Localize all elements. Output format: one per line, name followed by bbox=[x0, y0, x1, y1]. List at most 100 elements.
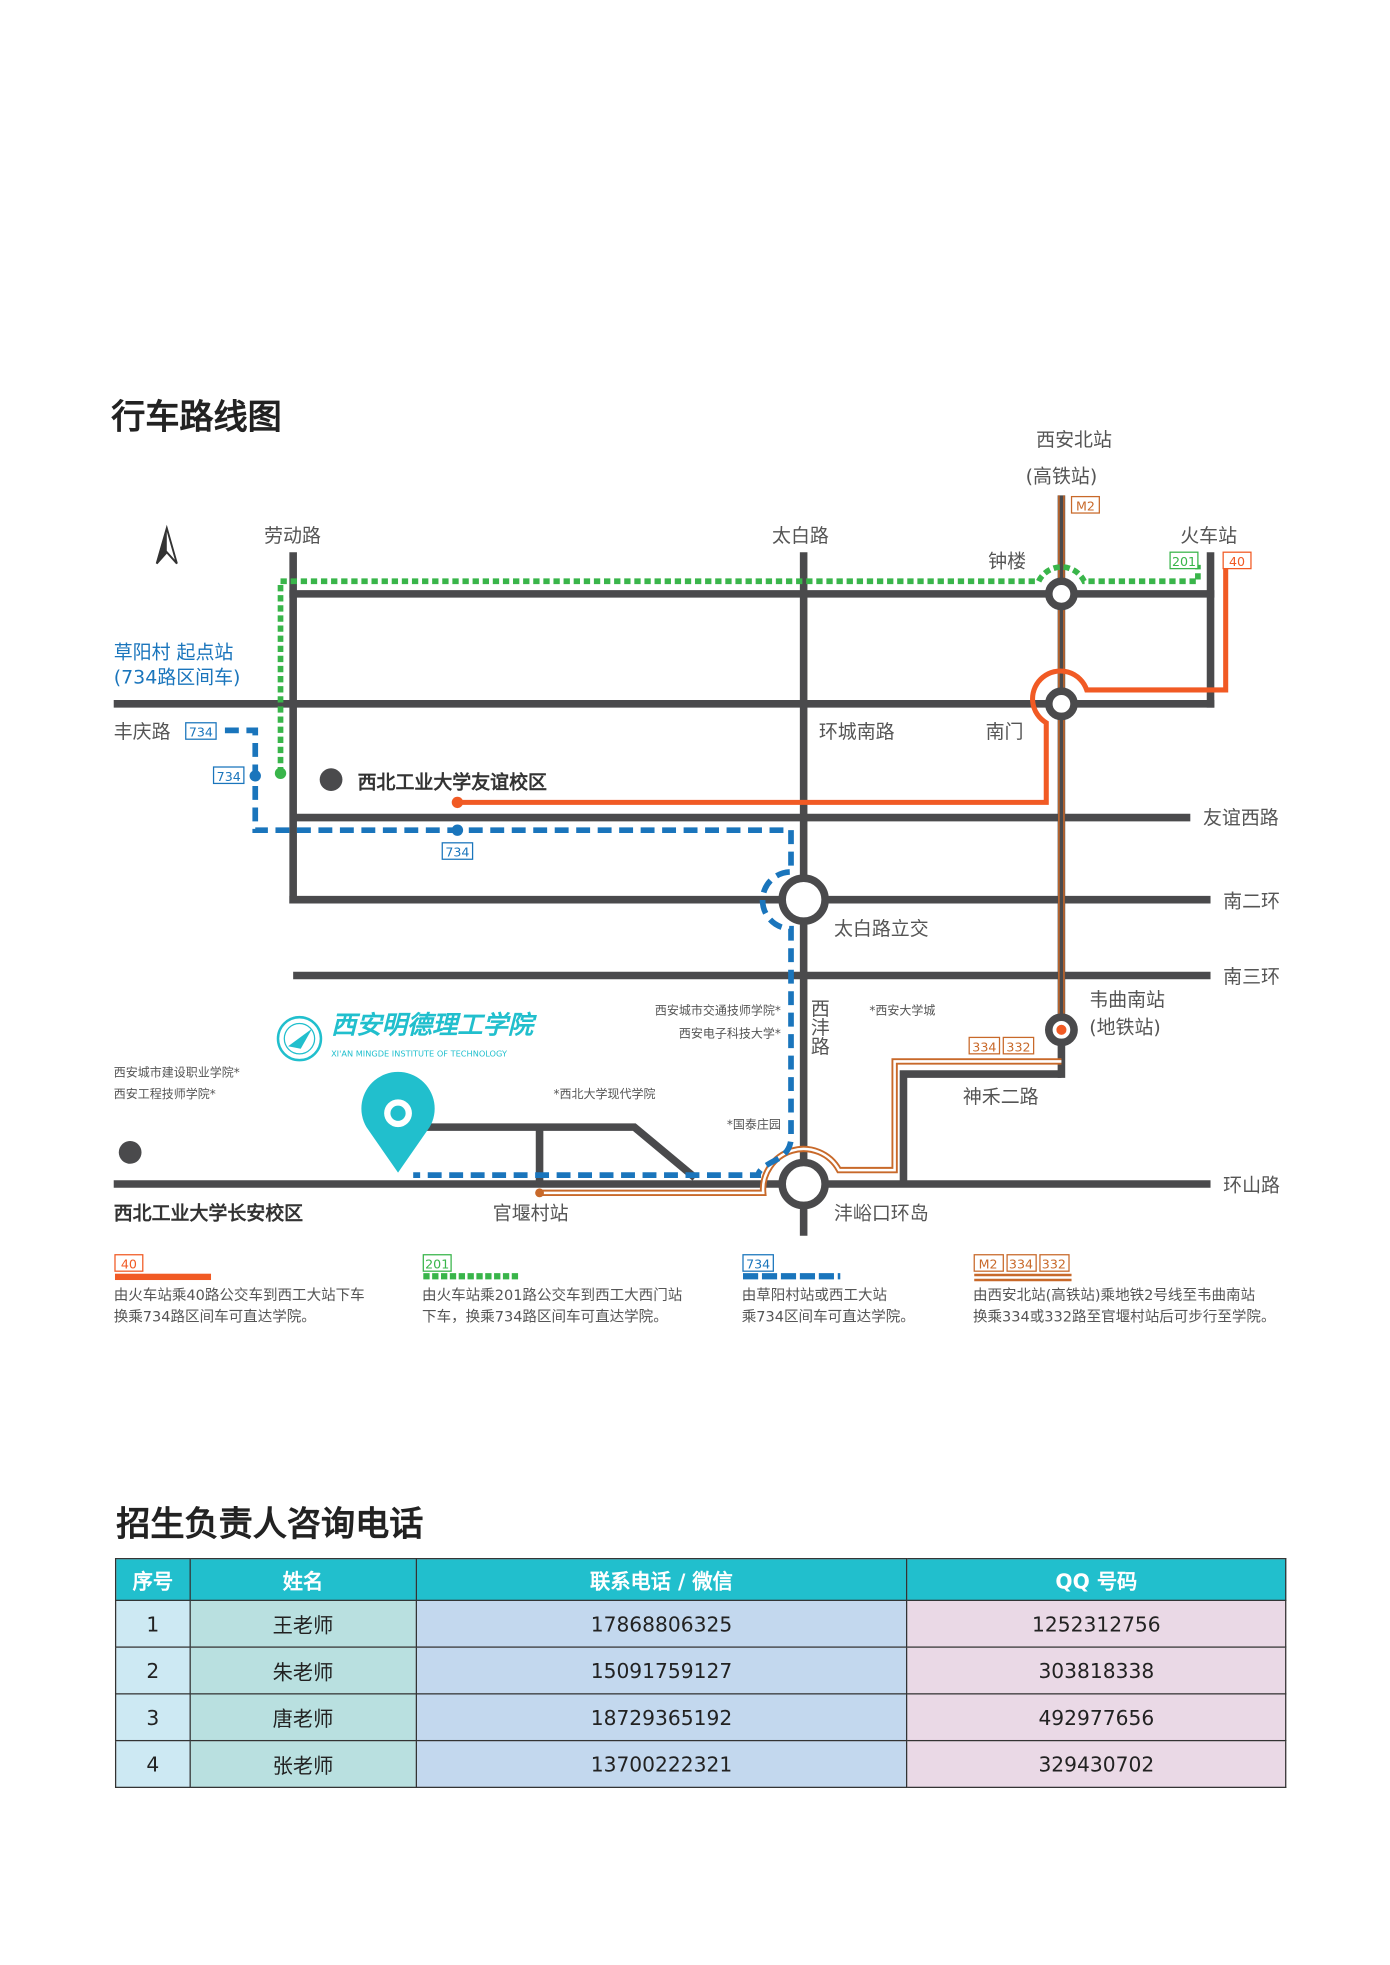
label-xifeng: 西沣路 bbox=[808, 998, 830, 1055]
legend-40: 由火车站乘40路公交车到西工大站下车换乘734路区间车可直达学院。 bbox=[114, 1285, 365, 1328]
route-734-stop bbox=[249, 770, 261, 782]
label-laodong: 劳动路 bbox=[264, 525, 321, 547]
legend-text: 由火车站乘201路公交车到西工大西门站 bbox=[422, 1286, 683, 1305]
route-40-start bbox=[451, 796, 464, 809]
label-xian-north: 西安北站 bbox=[1036, 429, 1112, 451]
label-taibai: 太白路 bbox=[772, 525, 829, 547]
route-734 bbox=[224, 727, 794, 1178]
route-201 bbox=[277, 564, 1201, 774]
badge-334: 334 bbox=[972, 1039, 996, 1054]
legend-badge: 40 bbox=[121, 1257, 137, 1272]
contacts-title: 招生负责人咨询电话 bbox=[116, 1504, 424, 1545]
poi-label: *西北大学现代学院 bbox=[553, 1086, 655, 1101]
label-fengyu: 沣峪口环岛 bbox=[834, 1202, 929, 1224]
route-201-start bbox=[274, 767, 287, 780]
label-guanyan: 官堰村站 bbox=[493, 1202, 569, 1224]
road-labels: 劳动路 太白路 环城南路 友谊西路 南二环 南三环 环山路 神禾二路 丰庆路 西… bbox=[114, 525, 1280, 1196]
legend-badge: 734 bbox=[746, 1257, 770, 1272]
cell-index: 2 bbox=[114, 1646, 191, 1695]
legend-text: 由西安北站(高铁站)乘地铁2号线至韦曲南站 bbox=[972, 1286, 1256, 1305]
cell-phone: 17868806325 bbox=[415, 1599, 908, 1648]
cell-qq: 303818338 bbox=[906, 1646, 1287, 1695]
badge-40: 40 bbox=[1229, 554, 1245, 569]
cell-qq: 1252312756 bbox=[906, 1599, 1287, 1648]
route-map: 西安明德理工学院 XI'AN MINGDE INSTITUTE OF TECHN… bbox=[114, 429, 1280, 1282]
legend-badge: 334 bbox=[1009, 1257, 1033, 1272]
badge-734: 734 bbox=[189, 725, 213, 740]
location-pin-icon bbox=[361, 1071, 435, 1173]
cell-index: 3 bbox=[114, 1693, 191, 1742]
cell-name: 王老师 bbox=[189, 1599, 417, 1648]
legend-marks: 40 201 734 M2 334 332 bbox=[114, 1254, 1072, 1282]
label-weiqu-south: 韦曲南站 bbox=[1089, 989, 1165, 1011]
poi-label: 西安电子科技大学* bbox=[679, 1025, 781, 1040]
cell-index: 1 bbox=[114, 1599, 191, 1648]
north-arrow-icon bbox=[155, 524, 178, 565]
poi-label: *国泰庄园 bbox=[727, 1116, 781, 1131]
label-nansan: 南三环 bbox=[1223, 966, 1280, 988]
badge-332: 332 bbox=[1006, 1039, 1030, 1054]
cell-qq: 329430702 bbox=[906, 1739, 1287, 1788]
poi-labels: 西安城市交通技师学院* 西安电子科技大学* *西安大学城 *西北大学现代学院 *… bbox=[114, 1003, 936, 1132]
label-caoyang: 草阳村 起点站 bbox=[114, 641, 234, 663]
poi-label: 西安城市建设职业学院* bbox=[114, 1065, 240, 1080]
label-south-gate: 南门 bbox=[986, 721, 1024, 743]
cell-phone: 18729365192 bbox=[415, 1693, 908, 1742]
label-train-station: 火车站 bbox=[1180, 525, 1237, 547]
label-huancheng: 环城南路 bbox=[819, 721, 895, 743]
label-weiqu-south-sub: (地铁站) bbox=[1089, 1017, 1161, 1039]
roundabouts bbox=[778, 577, 1078, 1210]
cell-name: 朱老师 bbox=[189, 1646, 417, 1695]
label-youyi: 友谊西路 bbox=[1203, 807, 1279, 829]
poi-label: 西安工程技师学院* bbox=[114, 1086, 216, 1101]
route-badges: M2 201 40 734 734 734 334 332 bbox=[185, 495, 1252, 1055]
legend-text: 下车，换乘734路区间车可直达学院。 bbox=[422, 1307, 668, 1326]
legend-text: 换乘734路区间车可直达学院。 bbox=[113, 1307, 316, 1326]
route-734-stop bbox=[451, 824, 464, 836]
header-phone: 联系电话 / 微信 bbox=[415, 1558, 908, 1601]
place-labels: 西安北站 (高铁站) 火车站 钟楼 南门 草阳村 起点站 (734路区间车) 西… bbox=[114, 429, 1237, 1224]
poi-label: 西安城市交通技师学院* bbox=[655, 1003, 781, 1018]
cell-name: 张老师 bbox=[189, 1739, 417, 1788]
metro-station-marker bbox=[1056, 1024, 1067, 1035]
road-shenhe bbox=[899, 1070, 1062, 1184]
label-bell-tower: 钟楼 bbox=[988, 550, 1026, 572]
badge-734: 734 bbox=[445, 845, 469, 860]
legend-201: 由火车站乘201路公交车到西工大西门站下车，换乘734路区间车可直达学院。 bbox=[422, 1285, 682, 1328]
label-fengqing: 丰庆路 bbox=[114, 721, 171, 743]
cell-qq: 492977656 bbox=[906, 1693, 1287, 1742]
cell-phone: 13700222321 bbox=[415, 1739, 908, 1788]
logo-cn: 西安明德理工学院 bbox=[331, 1011, 538, 1040]
badge-201: 201 bbox=[1172, 554, 1196, 569]
label-nwpu-changan: 西北工业大学长安校区 bbox=[114, 1201, 303, 1224]
label-caoyang-sub: (734路区间车) bbox=[114, 667, 241, 689]
label-taibai-interchange: 太白路立交 bbox=[834, 918, 929, 940]
cell-phone: 15091759127 bbox=[415, 1646, 908, 1695]
cell-name: 唐老师 bbox=[189, 1693, 417, 1742]
logo-en: XI'AN MINGDE INSTITUTE OF TECHNOLOGY bbox=[331, 1048, 508, 1058]
label-nwpu-youyi: 西北工业大学友谊校区 bbox=[358, 770, 547, 793]
route-40 bbox=[457, 564, 1229, 805]
map-title: 行车路线图 bbox=[111, 398, 282, 438]
badge-m2: M2 bbox=[1076, 498, 1095, 513]
nwpu-changan-marker bbox=[118, 1141, 142, 1164]
table-header: 序号 姓名 联系电话 / 微信 QQ 号码 bbox=[114, 1558, 1287, 1601]
header-qq: QQ 号码 bbox=[906, 1558, 1287, 1601]
header-index: 序号 bbox=[114, 1558, 191, 1601]
label-xian-north-sub: (高铁站) bbox=[1026, 466, 1098, 488]
route-334-332 bbox=[535, 1058, 1062, 1198]
cell-index: 4 bbox=[114, 1739, 191, 1788]
label-shenhe: 神禾二路 bbox=[963, 1086, 1039, 1108]
label-naner: 南二环 bbox=[1223, 890, 1280, 912]
legend-metro: 由西安北站(高铁站)乘地铁2号线至韦曲南站换乘334或332路至官堰村站后可步行… bbox=[973, 1285, 1276, 1328]
road-campus bbox=[398, 1123, 698, 1181]
label-huanshan: 环山路 bbox=[1223, 1175, 1280, 1197]
header-name: 姓名 bbox=[189, 1558, 417, 1601]
legend-badge: M2 bbox=[979, 1257, 998, 1272]
